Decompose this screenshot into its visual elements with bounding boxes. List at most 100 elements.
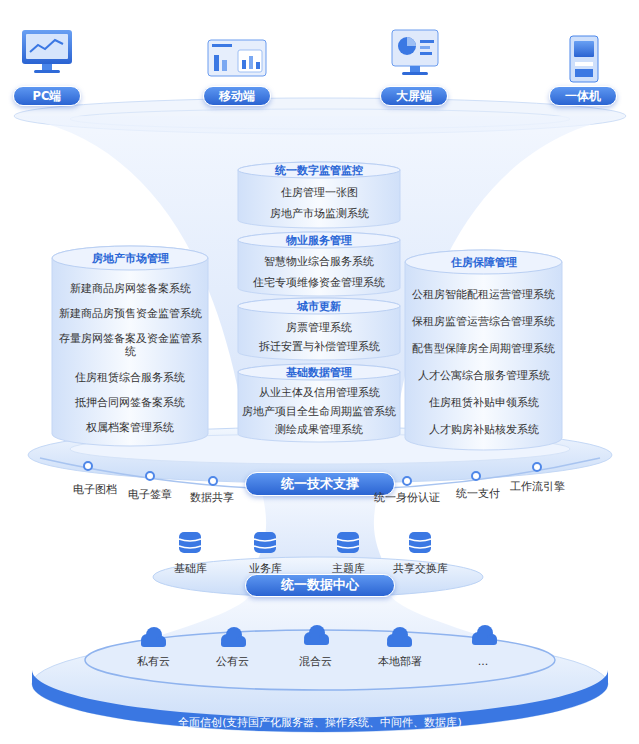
mobile-icon-part xyxy=(249,56,253,69)
cylinder-top xyxy=(238,364,400,380)
pill-label: PC端 xyxy=(33,89,62,104)
cloud-icons-part xyxy=(141,627,166,647)
cylinder-content: 房地产市场管理新建商品房网签备案系统新建商品房预售资金监管系统存量房网签备案及资… xyxy=(52,246,208,446)
database-icons-part xyxy=(337,532,359,553)
band-shape xyxy=(32,670,608,732)
layer-label: 电子图档 xyxy=(73,482,117,497)
cloud-icons-part xyxy=(304,625,329,645)
mobile-icon-part xyxy=(208,40,266,76)
cloud-icons-part-part xyxy=(387,640,412,647)
system-cylinder: 住房保障管理公租房智能配租运营管理系统保租房监管运营综合管理系统配售型保障房全周… xyxy=(405,250,562,450)
cylinder-content: 基础数据管理从业主体及信用管理系统房地产项目全生命周期监管系统测绘成果管理系统 xyxy=(238,364,400,442)
system-list: 智慧物业综合服务系统住宅专项维修资金管理系统 xyxy=(238,248,400,296)
layer-label: 主题库 xyxy=(332,561,365,576)
big-screen-icon-part xyxy=(420,40,434,43)
mobile-icon-part xyxy=(242,60,246,69)
system-name: 人才公寓综合服务管理系统 xyxy=(405,369,562,382)
kiosk-icon-part xyxy=(575,69,593,77)
mobile-icon-part xyxy=(214,55,219,71)
cylinder-content: 物业服务管理智慧物业综合服务系统住宅专项维修资金管理系统 xyxy=(238,232,400,296)
system-name: 房地产项目全生命周期监管系统 xyxy=(238,405,400,418)
cylinder-body xyxy=(238,162,400,228)
layer-label: 私有云 xyxy=(137,654,170,669)
pill-label: 统一技术支撑 xyxy=(281,476,359,493)
cloud-icons-part-part xyxy=(304,638,329,645)
layer-label: 工作流引擎 xyxy=(510,479,565,494)
service-platform-part xyxy=(403,477,411,485)
layer-label: 共享交换库 xyxy=(393,561,448,576)
big-screen-icon-part xyxy=(402,72,428,75)
big-screen-icon-part xyxy=(407,37,416,46)
system-name: 拆迁安置与补偿管理系统 xyxy=(238,340,400,353)
node-heading: 基础数据管理 xyxy=(238,364,400,380)
cloud-icons-part xyxy=(387,627,412,647)
system-name: 房票管理系统 xyxy=(238,321,400,334)
endpoint-pill: 一体机 xyxy=(549,86,617,106)
big-screen-icon-part xyxy=(410,66,420,72)
system-name: 保租房监管运营综合管理系统 xyxy=(405,315,562,328)
system-name: 住宅专项维修资金管理系统 xyxy=(238,276,400,289)
pill-label: 统一数据中心 xyxy=(281,577,359,594)
system-name: 住房管理一张图 xyxy=(238,186,400,199)
system-name: 测绘成果管理系统 xyxy=(238,423,400,436)
system-name: 新建商品房网签备案系统 xyxy=(52,282,208,295)
layer-label: 统一身份认证 xyxy=(374,490,440,505)
data-platform xyxy=(153,557,483,597)
system-list: 住房管理一张图房地产市场监测系统 xyxy=(238,178,400,228)
layer-label: 数据共享 xyxy=(190,490,234,505)
pc-icon-part xyxy=(26,34,68,59)
system-name: 住房租赁综合服务系统 xyxy=(52,371,208,384)
system-list: 从业主体及信用管理系统房地产项目全生命周期监管系统测绘成果管理系统 xyxy=(238,380,400,442)
endpoint-pill: 大屏端 xyxy=(380,86,448,106)
system-name: 抵押合同网签备案系统 xyxy=(52,396,208,409)
system-name: 存量房网签备案及资金监管系统 xyxy=(52,332,208,358)
cloud-icons xyxy=(141,625,497,647)
system-list: 新建商品房网签备案系统新建商品房预售资金监管系统存量房网签备案及资金监管系统住房… xyxy=(52,270,208,446)
service-platform-part xyxy=(472,472,480,480)
node-heading: 统一数字监管监控 xyxy=(238,162,400,178)
database-icons-part xyxy=(409,539,431,548)
database-icons-part xyxy=(254,532,276,553)
layer-label: ... xyxy=(478,655,489,668)
cloud-icons-part-part xyxy=(141,640,166,647)
system-cylinder: 城市更新房票管理系统拆迁安置与补偿管理系统 xyxy=(238,298,400,360)
cylinder-content: 住房保障管理公租房智能配租运营管理系统保租房监管运营综合管理系统配售型保障房全周… xyxy=(405,250,562,450)
mobile-icon xyxy=(208,40,266,76)
pill-label: 移动端 xyxy=(219,89,255,104)
system-cylinder: 房地产市场管理新建商品房网签备案系统新建商品房预售资金监管系统存量房网签备案及资… xyxy=(52,246,208,446)
cylinder-top xyxy=(238,162,400,178)
cylinder-body xyxy=(52,246,208,446)
cylinder-body xyxy=(405,250,562,450)
system-list: 房票管理系统拆迁安置与补偿管理系统 xyxy=(238,314,400,360)
system-name: 权属档案管理系统 xyxy=(52,421,208,434)
database-icons xyxy=(179,532,431,553)
layer-label: 电子签章 xyxy=(128,487,172,502)
system-name: 智慧物业综合服务系统 xyxy=(238,255,400,268)
service-platform-part xyxy=(533,463,541,471)
cylinder-content: 城市更新房票管理系统拆迁安置与补偿管理系统 xyxy=(238,298,400,360)
cylinder-body xyxy=(238,364,400,442)
big-screen-icon-part xyxy=(420,46,430,49)
big-screen-icon-part xyxy=(398,37,416,55)
cylinder-top xyxy=(238,298,400,314)
foundation-band: 全面信创(支持国产化服务器、操作系统、中间件、数据库) xyxy=(32,664,608,734)
funnel xyxy=(14,116,626,478)
pc-icon-part xyxy=(34,70,60,73)
pill-label: 一体机 xyxy=(565,89,601,104)
layer-label: 公有云 xyxy=(216,654,249,669)
mobile-icon-part xyxy=(256,62,260,69)
layer-label: 业务库 xyxy=(249,561,282,576)
big-screen-icon-part xyxy=(420,52,432,55)
pill-label: 大屏端 xyxy=(396,89,432,104)
pc-icon-part xyxy=(22,30,72,64)
system-name: 新建商品房预售资金监管系统 xyxy=(52,307,208,320)
pc-icon-part xyxy=(30,40,63,52)
band-text: 全面信创(支持国产化服务器、操作系统、中间件、数据库) xyxy=(32,716,608,730)
cylinder-content: 统一数字监管监控住房管理一张图房地产市场监测系统 xyxy=(238,162,400,228)
big-screen-icon-part xyxy=(392,30,438,66)
mobile-icon-part xyxy=(222,60,227,71)
endpoint-pill: 移动端 xyxy=(203,86,271,106)
database-icons-part xyxy=(179,532,201,553)
system-name: 公租房智能配租运营管理系统 xyxy=(405,288,562,301)
mobile-icon-part xyxy=(212,44,232,47)
